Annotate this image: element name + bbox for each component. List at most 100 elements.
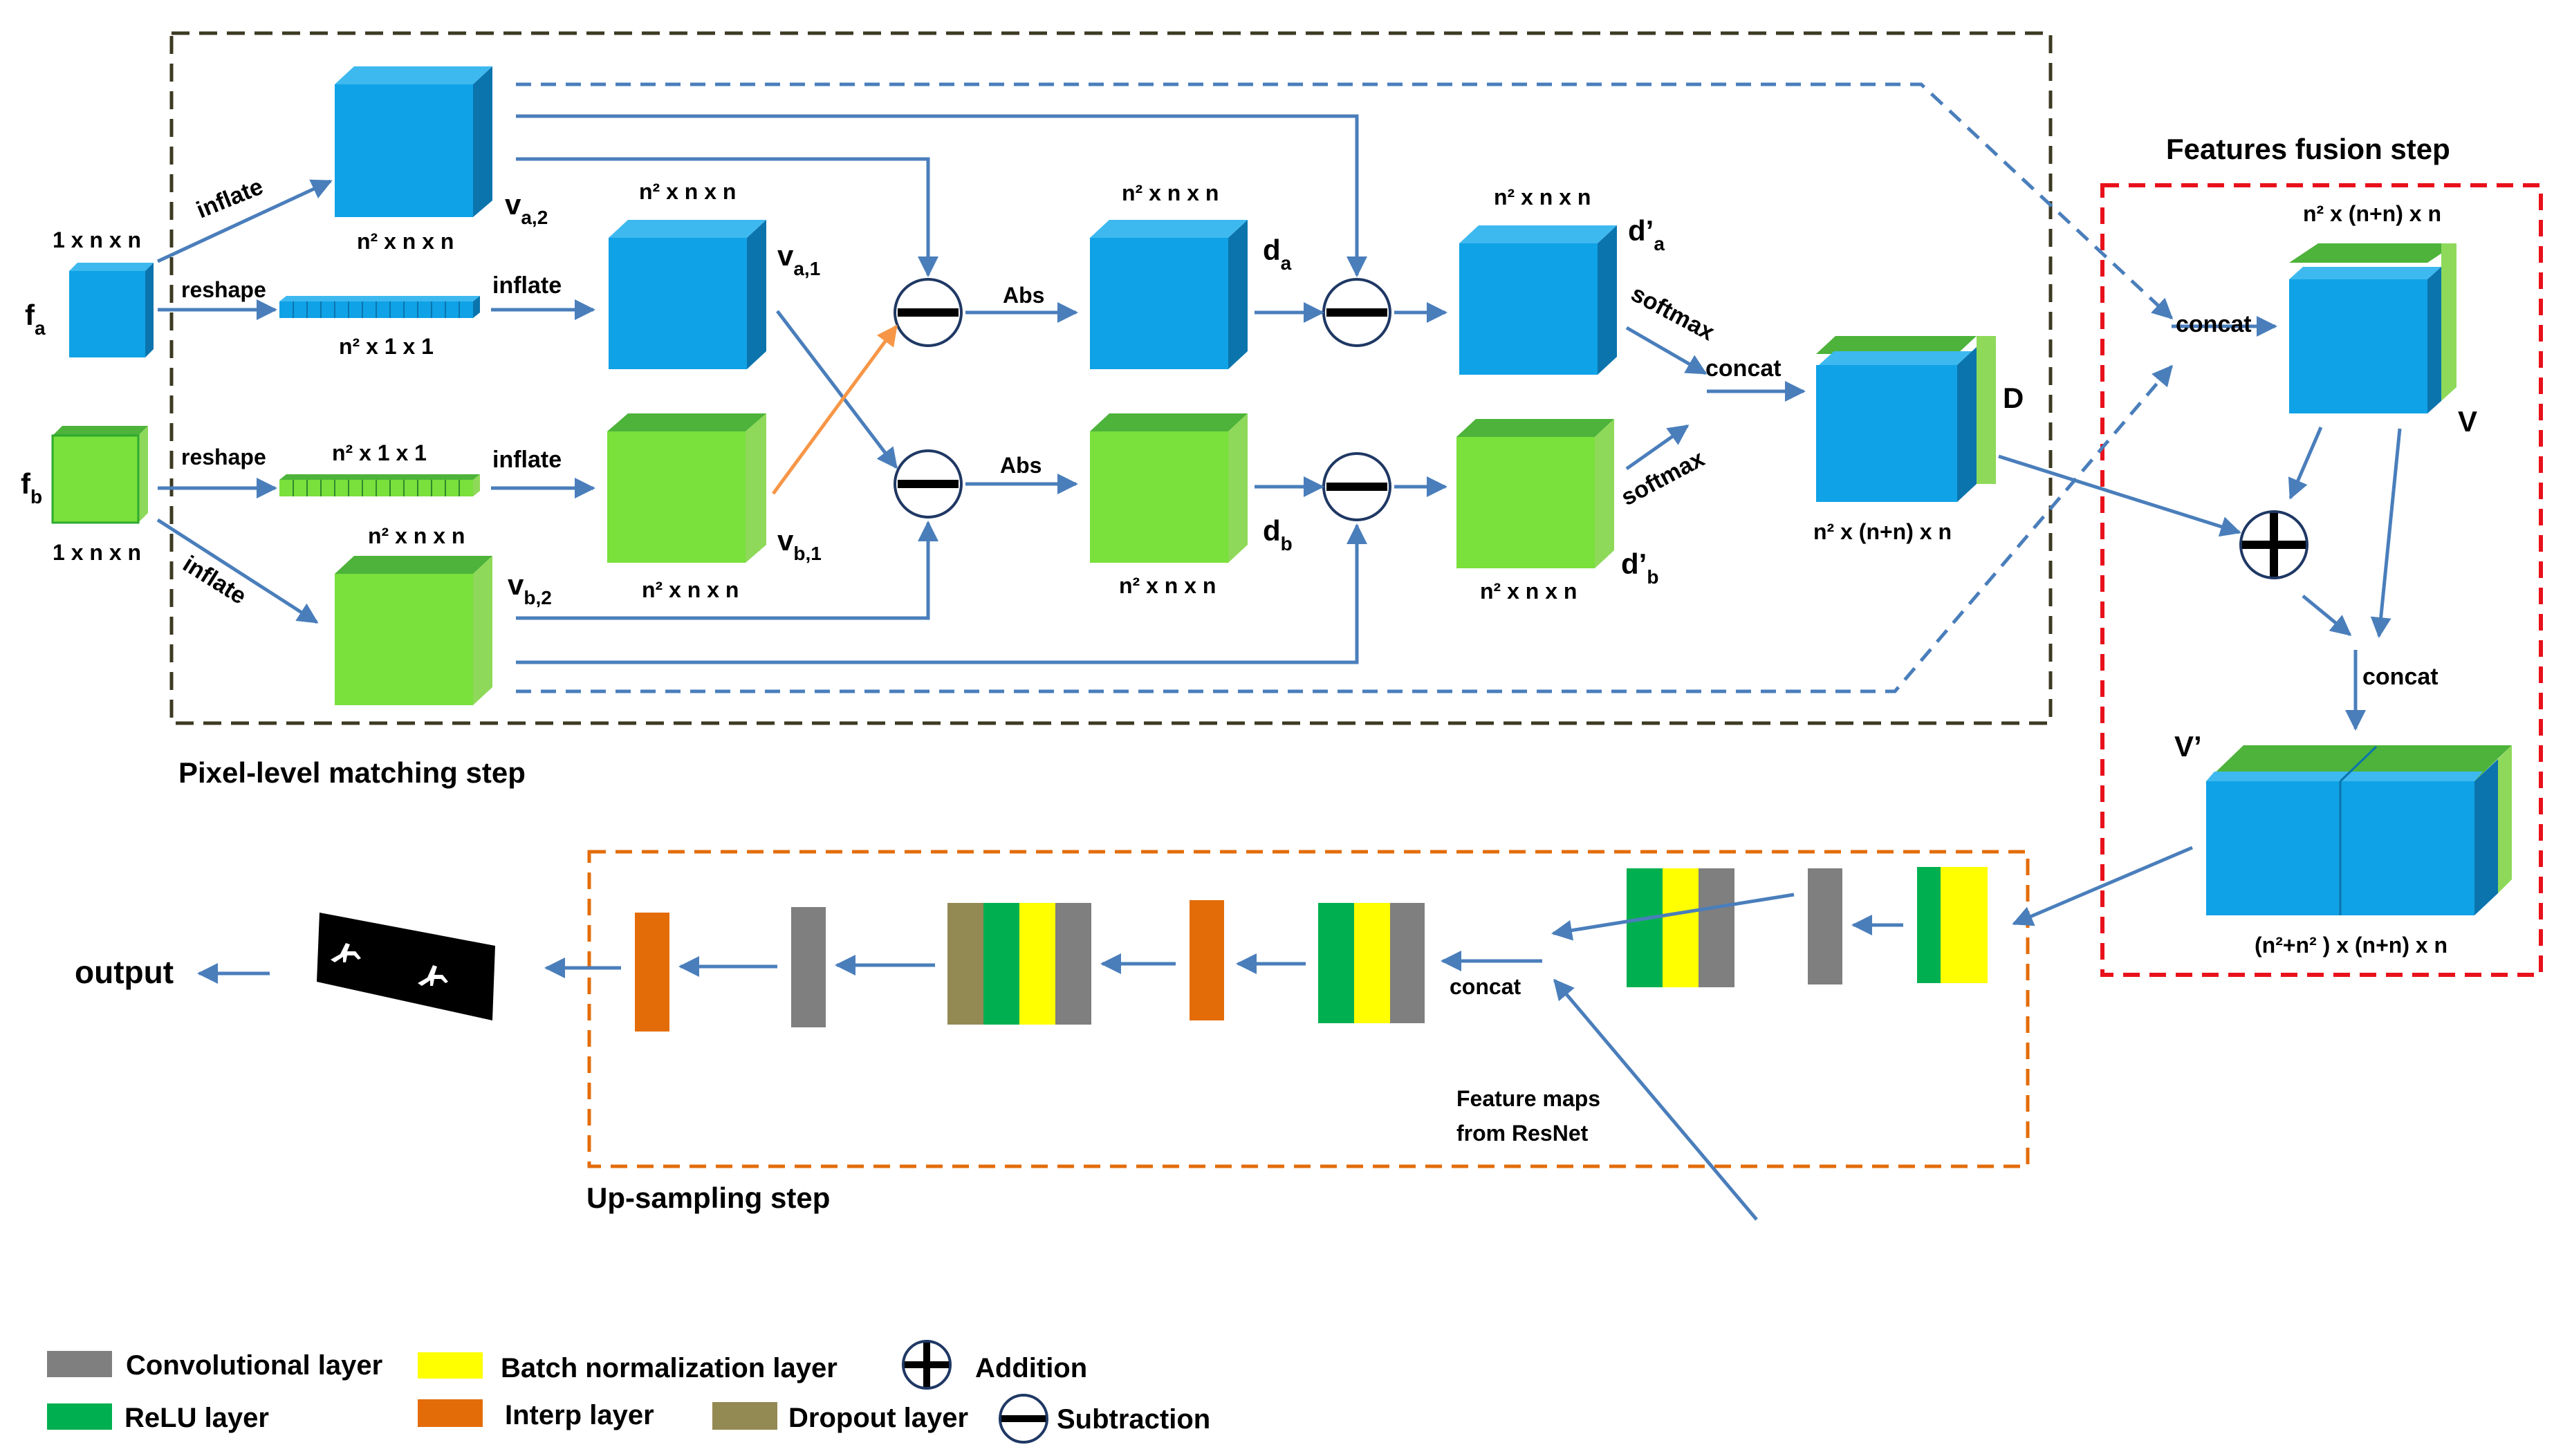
reshape-bar-green — [279, 474, 480, 496]
label-concat-up: concat — [1450, 974, 1521, 999]
legend: Convolutional layer ReLU layer Batch nor… — [47, 1340, 1210, 1444]
us-bn-4 — [1019, 903, 1055, 1025]
us-conv-2 — [1699, 868, 1734, 987]
us-bn-2 — [1663, 868, 1699, 987]
cube-va1 — [609, 220, 766, 369]
us-interp-2 — [635, 913, 669, 1032]
upsampling-layers — [635, 867, 1988, 1032]
legend-dropout-label: Dropout layer — [788, 1403, 968, 1433]
dim-Vp: (n²+n² ) x (n+n) x n — [2255, 933, 2447, 958]
label-concat-Vp: concat — [2362, 664, 2439, 690]
symbol-Vp: V’ — [2174, 730, 2202, 763]
label-abs-b: Abs — [1000, 453, 1042, 478]
cube-dpb — [1456, 419, 1614, 568]
dim-va2: n² x n x n — [357, 229, 454, 254]
pixel-step-title: Pixel-level matching step — [178, 756, 526, 789]
upsampling-step-title: Up-sampling step — [586, 1182, 830, 1214]
addition-op — [2239, 510, 2308, 579]
cube-vb2 — [335, 556, 492, 705]
symbol-da: da — [1263, 234, 1292, 274]
subtraction-op-3 — [1322, 278, 1391, 347]
symbol-fb: fb — [21, 467, 42, 507]
dim-fb: 1 x n x n — [53, 540, 141, 565]
cube-vb1 — [607, 413, 766, 563]
legend-relu-swatch — [47, 1403, 112, 1430]
dim-dpb: n² x n x n — [1480, 579, 1577, 604]
dim-D: n² x (n+n) x n — [1813, 519, 1952, 544]
us-bn-3 — [1354, 903, 1390, 1023]
legend-conv-swatch — [47, 1351, 112, 1377]
dim-dpa: n² x n x n — [1494, 185, 1591, 209]
rider-silhouette-2 — [418, 965, 448, 986]
symbol-dpa: d’a — [1628, 214, 1665, 254]
fusion-step-title: Features fusion step — [2166, 133, 2450, 165]
symbol-D: D — [2003, 382, 2024, 414]
legend-interp-label: Interp layer — [505, 1400, 654, 1430]
us-conv-3 — [1390, 903, 1425, 1023]
dim-vb1: n² x n x n — [642, 577, 739, 602]
legend-relu-label: ReLU layer — [124, 1403, 269, 1433]
cube-da — [1090, 220, 1248, 369]
dim-V: n² x (n+n) x n — [2303, 201, 2441, 226]
symbol-dpb: d’b — [1621, 548, 1658, 588]
us-conv-5 — [791, 907, 826, 1027]
dim-va1: n² x n x n — [639, 179, 736, 204]
fusion-frame — [2100, 183, 2543, 977]
us-bn-1 — [1941, 867, 1988, 983]
cube-fa — [69, 263, 154, 357]
cube-D — [1816, 336, 1996, 502]
label-output: output — [75, 954, 174, 990]
dim-db: n² x n x n — [1119, 573, 1216, 598]
cube-va2 — [335, 66, 492, 217]
us-relu-4 — [983, 903, 1019, 1025]
rider-silhouette-1 — [331, 943, 361, 962]
cube-db — [1090, 413, 1248, 563]
label-concat-D: concat — [1705, 355, 1782, 382]
label-reshape-b: reshape — [181, 445, 266, 469]
symbol-va2: va,2 — [505, 188, 548, 228]
subtraction-op-1 — [894, 278, 963, 347]
dim-reshape-b: n² x 1 x 1 — [332, 440, 427, 465]
us-conv-4 — [1055, 903, 1091, 1025]
legend-dropout-swatch — [712, 1402, 777, 1430]
label-feature-maps-2: from ResNet — [1456, 1121, 1589, 1146]
output-image — [317, 913, 495, 1020]
dim-vb2: n² x n x n — [368, 523, 465, 548]
symbol-vb2: vb,2 — [508, 568, 552, 608]
label-inflate-mid-b: inflate — [492, 447, 562, 473]
orange-arrow — [771, 324, 898, 495]
us-interp-1 — [1190, 900, 1224, 1020]
label-inflate-bottom: inflate — [178, 551, 251, 610]
legend-subtraction-label: Subtraction — [1057, 1404, 1210, 1435]
legend-bn-swatch — [418, 1352, 483, 1379]
label-concat-fusion: concat — [2176, 311, 2252, 337]
symbol-db: db — [1263, 514, 1293, 554]
upsampling-arrows — [197, 846, 2193, 1221]
label-reshape-a: reshape — [181, 277, 266, 302]
cube-Vp — [2206, 745, 2512, 915]
us-relu-1 — [1917, 867, 1941, 983]
dim-reshape-a: n² x 1 x 1 — [339, 334, 434, 359]
subtraction-op-4 — [1322, 452, 1391, 521]
symbol-V: V — [2458, 405, 2477, 438]
legend-addition-label: Addition — [975, 1353, 1087, 1383]
symbol-vb1: vb,1 — [777, 524, 822, 564]
us-relu-2 — [1627, 868, 1663, 987]
us-relu-3 — [1318, 903, 1354, 1023]
reshape-bar-blue — [279, 296, 480, 318]
subtraction-op-2 — [894, 449, 963, 519]
symbol-fa: fa — [25, 299, 46, 339]
label-abs-a: Abs — [1003, 283, 1044, 308]
us-conv-1 — [1808, 868, 1842, 984]
symbol-va1: va,1 — [777, 239, 820, 279]
legend-bn-label: Batch normalization layer — [501, 1353, 838, 1383]
upsampling-frame — [587, 850, 2030, 1168]
cube-dpa — [1459, 225, 1617, 375]
legend-conv-label: Convolutional layer — [126, 1350, 382, 1381]
us-dropout — [947, 903, 983, 1025]
dim-fa: 1 x n x n — [53, 227, 141, 252]
legend-subtraction-icon — [999, 1394, 1048, 1444]
legend-addition-icon — [902, 1340, 952, 1390]
pixel-arrows — [156, 114, 2402, 731]
